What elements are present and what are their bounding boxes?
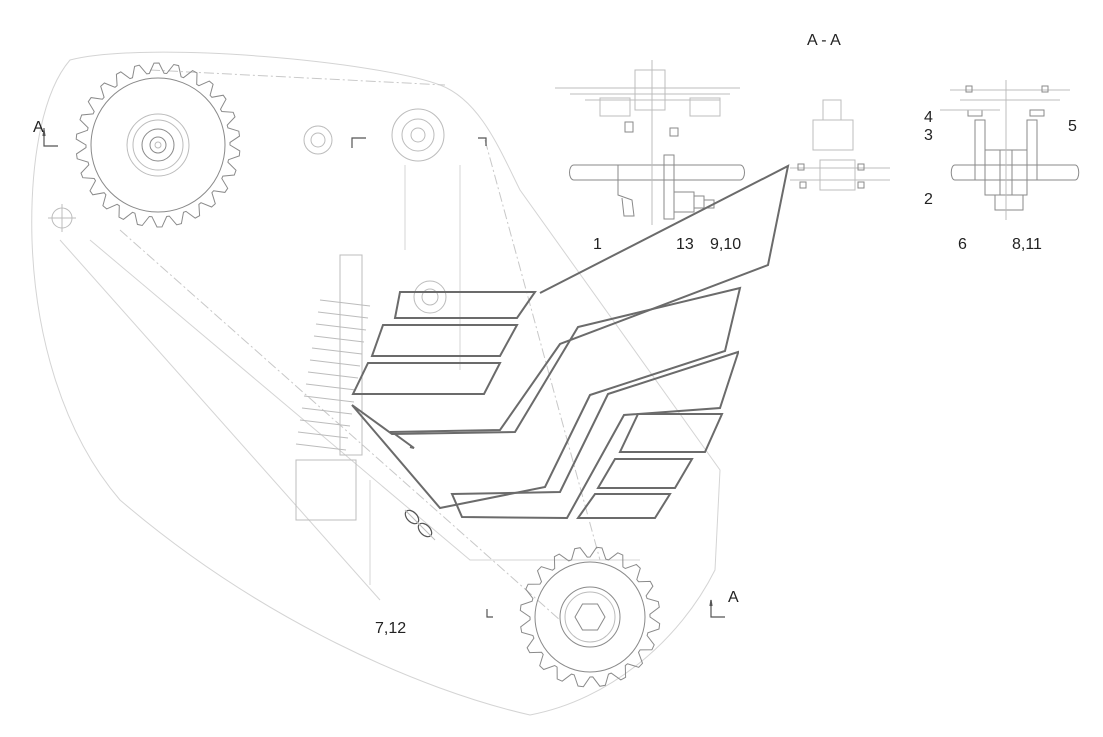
housing-outline [31, 51, 721, 716]
section-mark-bottom: A [728, 589, 739, 606]
part-label-2: 2 [924, 191, 933, 208]
part-label-9-10: 9,10 [710, 236, 742, 253]
part-label-6: 6 [958, 236, 967, 253]
part-label-4: 4 [924, 109, 933, 126]
detail-bushing [790, 99, 890, 191]
section-title: A - A [807, 32, 841, 49]
lower-sprocket [519, 546, 661, 688]
tension-spring [295, 254, 371, 521]
exploded-axle-view [555, 60, 745, 225]
section-mark-left: A [33, 119, 44, 136]
idler-pulley [48, 108, 447, 314]
logo-emblem [351, 164, 790, 520]
part-label-8-11: 8,11 [1012, 236, 1042, 253]
part-label-7-12: 7,12 [375, 620, 407, 637]
part-label-13: 13 [676, 236, 694, 253]
section-markers [42, 128, 725, 618]
upper-sprocket [75, 62, 241, 228]
part-label-3: 3 [924, 127, 933, 144]
chain-link [404, 509, 436, 541]
part-label-5: 5 [1068, 118, 1077, 135]
part-label-1: 1 [593, 236, 602, 253]
section-a-a [940, 80, 1080, 220]
